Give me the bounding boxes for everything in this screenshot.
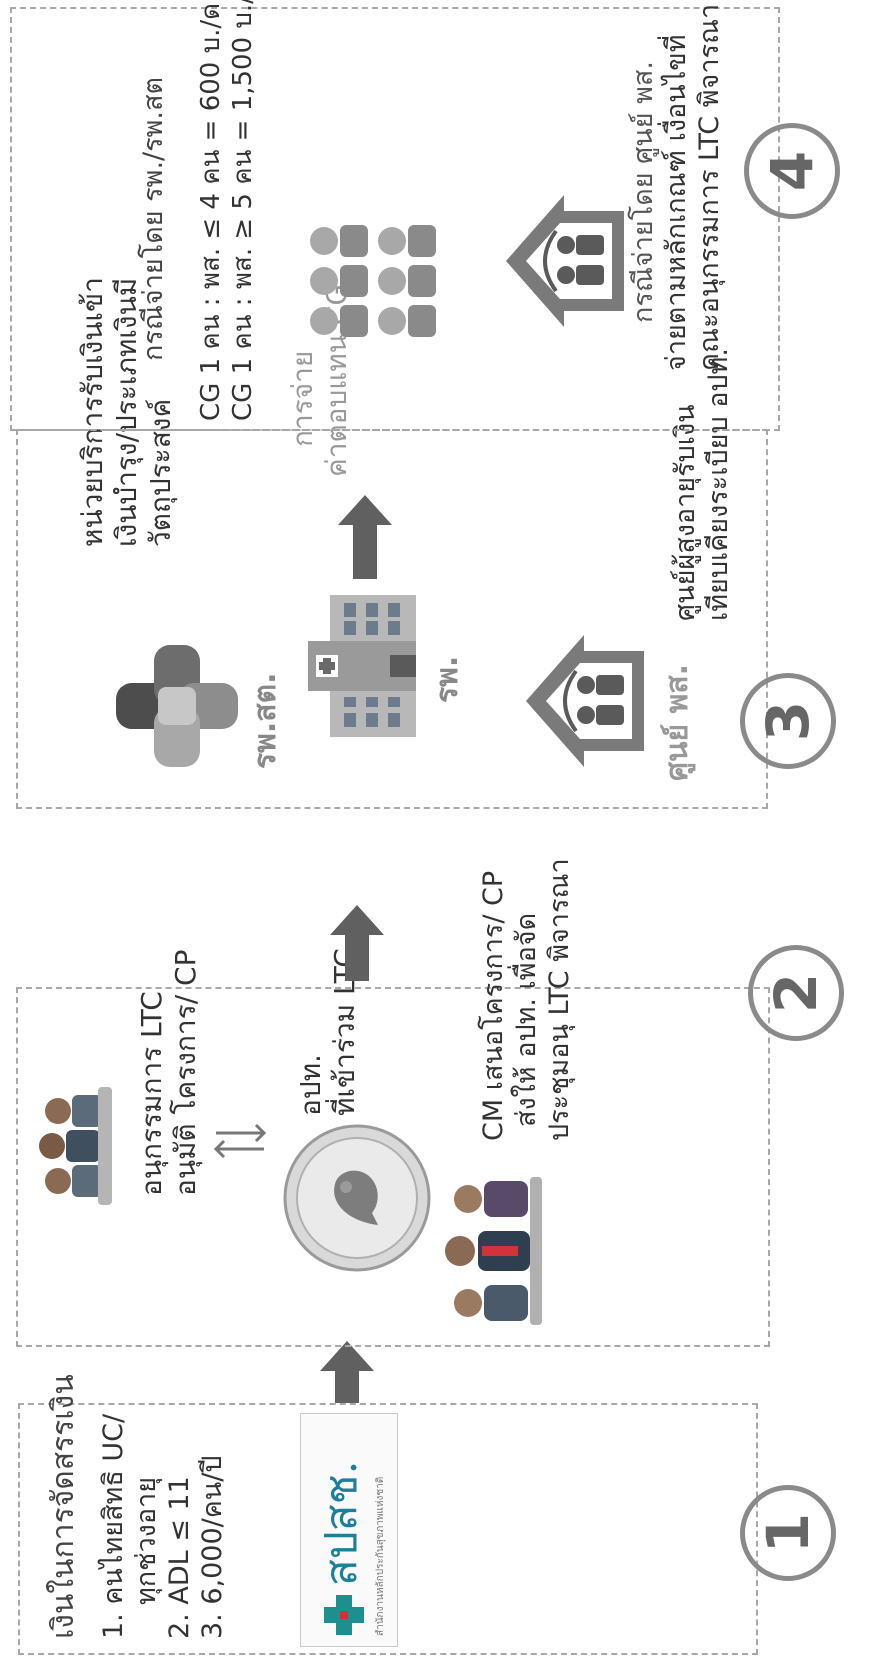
panel-2-bottom-line: ประชุมอนุ LTC พิจารณา bbox=[543, 858, 575, 1141]
committee-label-line: อนุกรรมการ LTC bbox=[135, 991, 168, 1196]
panel-1-header: เงินในการจัดสรรเงิน bbox=[46, 1374, 81, 1639]
committee-label: อนุกรรมการ LTC อนุมัติ โครงการ/ CP bbox=[135, 950, 203, 1196]
label-elderly-center: ศูนย์ พส. bbox=[660, 663, 695, 781]
step-2-badge: 2 bbox=[748, 945, 844, 1041]
step-4-badge: 4 bbox=[744, 123, 840, 219]
panel-2-bottom-line: ส่งให้ อปท. เพื่อจัด bbox=[510, 912, 542, 1127]
flow-arrow-3 bbox=[338, 495, 392, 579]
step-2-number: 2 bbox=[762, 972, 830, 1014]
elderly-center-house-icon bbox=[526, 635, 644, 767]
panel-4-bottom-line: กรณีจ่ายโดย ศูนย์ พส. bbox=[628, 61, 659, 323]
panel-1-items: 1. คนไทยสิทธิ UC/ ทุกช่วงอายุ 2. ADL ≤ 1… bbox=[98, 1414, 230, 1639]
nhso-logo: สปสช. สำนักงานหลักประกันสุขภาพแห่งชาติ bbox=[300, 1413, 398, 1647]
committee-people-icon bbox=[39, 1087, 112, 1205]
panel-4-bottom-text: กรณีจ่ายโดย ศูนย์ พส. จ่ายตามหลักเกณฑ์ เ… bbox=[628, 4, 727, 371]
health-center-cross-icon bbox=[116, 645, 238, 767]
nhso-logo-subtext: สำนักงานหลักประกันสุขภาพแห่งชาติ bbox=[375, 1476, 386, 1636]
label-hospital: รพ. bbox=[430, 655, 465, 703]
committee-label-line: อนุมัติ โครงการ/ CP bbox=[169, 949, 203, 1196]
meeting-people-icon bbox=[445, 1177, 542, 1325]
flow-arrow-1 bbox=[320, 1341, 374, 1403]
elderly-center-house-icon-2 bbox=[506, 195, 624, 327]
caregiver-group-icon bbox=[310, 225, 436, 337]
panel-4-cg-line: CG 1 คน : พส. ≥ 5 คน = 1,500 บ./ด bbox=[227, 0, 258, 421]
label-health-center: รพ.สต. bbox=[248, 672, 283, 769]
panel-4-cg-line: CG 1 คน : พส. ≤ 4 คน = 600 บ./ด bbox=[196, 2, 226, 421]
step-4-number: 4 bbox=[758, 150, 826, 192]
panel-2-bottom-line: CM เสนอโครงการ/ CP bbox=[478, 870, 509, 1141]
seal-label-line: อปท. bbox=[294, 1054, 327, 1116]
local-government-seal-icon bbox=[283, 1124, 431, 1272]
hospital-building-icon bbox=[308, 595, 416, 737]
nhso-logo-text: สปสช. bbox=[316, 1460, 367, 1587]
exchange-arrows-icon bbox=[213, 1123, 267, 1159]
panel-4-cg-lines: CG 1 คน : พส. ≤ 4 คน = 600 บ./ด CG 1 คน … bbox=[196, 0, 259, 421]
panel-4-bottom-line: คณะอนุกรรมการ LTC พิจารณา bbox=[693, 3, 725, 371]
panel-4-bottom-line: จ่ายตามหลักเกณฑ์ เงื่อนไขที่ bbox=[660, 34, 692, 371]
nhso-cross-icon bbox=[324, 1595, 364, 1635]
step-3-number: 3 bbox=[754, 700, 822, 742]
panel-1-item: 2. ADL ≤ 11 bbox=[163, 1476, 195, 1639]
step-1-number: 1 bbox=[754, 1512, 822, 1554]
panel-1-item: 3. 6,000/คน/ปี bbox=[196, 1455, 228, 1640]
panel-4-header: กรณีจ่ายโดย รพ./รพ.สต bbox=[138, 76, 169, 361]
step-3-badge: 3 bbox=[740, 673, 836, 769]
panel-1-item: 1. คนไทยสิทธิ UC/ bbox=[98, 1413, 129, 1639]
step-1-badge: 1 bbox=[740, 1485, 836, 1581]
panel-1-item: ทุกช่วงอายุ bbox=[130, 1476, 162, 1605]
flow-arrow-2 bbox=[330, 905, 384, 981]
panel-2-bottom-text: CM เสนอโครงการ/ CP ส่งให้ อปท. เพื่อจัด … bbox=[478, 858, 577, 1141]
